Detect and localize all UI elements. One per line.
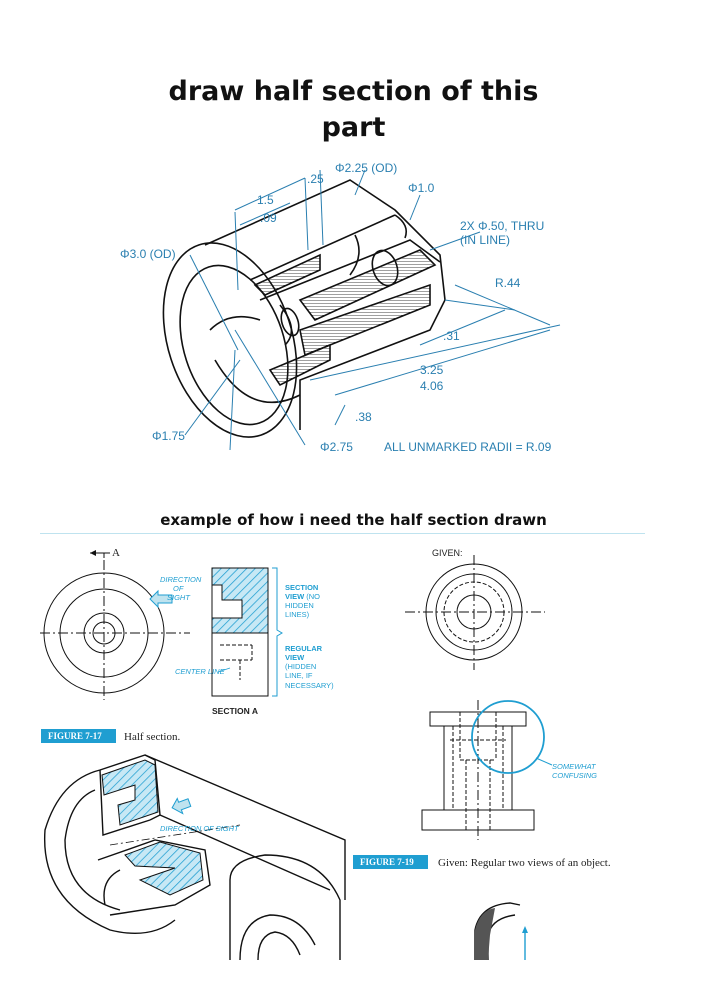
regular-label-3: (HIDDEN [285,662,316,671]
center-line-leader [217,667,231,673]
figure-719-caption: Given: Regular two views of an object. [438,857,611,869]
example-subtitle: example of how i need the half section d… [160,511,547,529]
body-outline [204,179,446,430]
given-top-view [405,555,545,670]
regular-label-1: REGULAR [285,644,323,653]
dim-38: .38 [355,410,372,424]
direction-label-1: DIRECTION [160,575,202,584]
part-isometric-drawing [162,179,446,438]
example-section-view [211,567,269,697]
title-line-2: part [321,112,386,143]
figure-717-badge [41,729,116,743]
dim-dia-175: Φ1.75 [152,429,185,443]
section-a-label: SECTION A [212,706,258,716]
example-half-cylinder [229,854,341,961]
section-label-4: LINES) [285,610,310,619]
arrow-a-label: A [112,547,120,559]
divider [40,533,645,534]
direction-arrow-icon [149,589,173,609]
dim-325: 3.25 [420,363,444,377]
dim-od-225: Φ2.25 (OD) [335,161,397,175]
confusing-leader [535,757,553,766]
somewhat-label: SOMEWHAT [552,762,597,771]
flange-inner-ellipse [179,264,289,426]
page-title: draw half section of this part [0,74,707,146]
regular-label-4: LINE, IF [285,671,313,680]
dim-25: .25 [307,172,324,186]
title-line-1: draw half section of this [168,76,539,107]
direction-of-sight-arrow-icon [171,797,192,815]
part-dimension-lines [184,169,561,451]
dim-dia-10: Φ1.0 [408,181,435,195]
dim-15: 1.5 [257,193,274,207]
hatched-face-lower [124,841,204,896]
dim-od-30: Φ3.0 (OD) [120,247,176,261]
confusing-circle-highlight [471,700,545,774]
example-isometric-half-section [43,754,346,935]
direction-of-sight-label: DIRECTION OF SIGHT [160,824,240,833]
section-a-arrow [90,550,110,556]
dim-dia-275: Φ2.75 [320,440,353,454]
dim-31: .31 [443,329,460,343]
section-label-3: HIDDEN [285,601,314,610]
dim-r44: R.44 [495,276,521,290]
dim-406: 4.06 [420,379,444,393]
example-front-view [40,553,190,700]
section-label-1: SECTION [285,583,318,592]
section-face-mid [299,283,431,357]
iso-center-line [109,824,241,846]
confusing-label: CONFUSING [552,771,597,780]
direction-label-3: SIGHT [167,593,191,602]
figure-719-label: FIGURE 7-19 [360,857,414,867]
direction-label-2: OF [173,584,184,593]
regular-label-5: NECESSARY) [285,681,334,690]
dim-note: ALL UNMARKED RADII = R.09 [384,440,552,454]
figure-719-badge [353,855,428,869]
dim-holes: 2X Φ.50, THRU [460,219,544,233]
dim-holes-2: (IN LINE) [460,233,510,247]
bracket-icon [272,567,283,697]
given-label: GIVEN: [432,548,463,558]
section-face-top [253,253,321,296]
section-label-2: VIEW (NO [285,592,320,601]
regular-label-2: VIEW [285,653,305,662]
bottom-arrow-icon [522,926,528,933]
figure-717-label: FIGURE 7-17 [48,731,102,741]
bottom-partial-shaded [475,908,495,960]
hatched-face-upper [101,759,159,826]
given-front-view [421,700,535,840]
figure-717-caption: Half section. [124,731,180,743]
center-line-label: CENTER LINE [175,667,226,676]
dim-09: .09 [260,211,277,225]
